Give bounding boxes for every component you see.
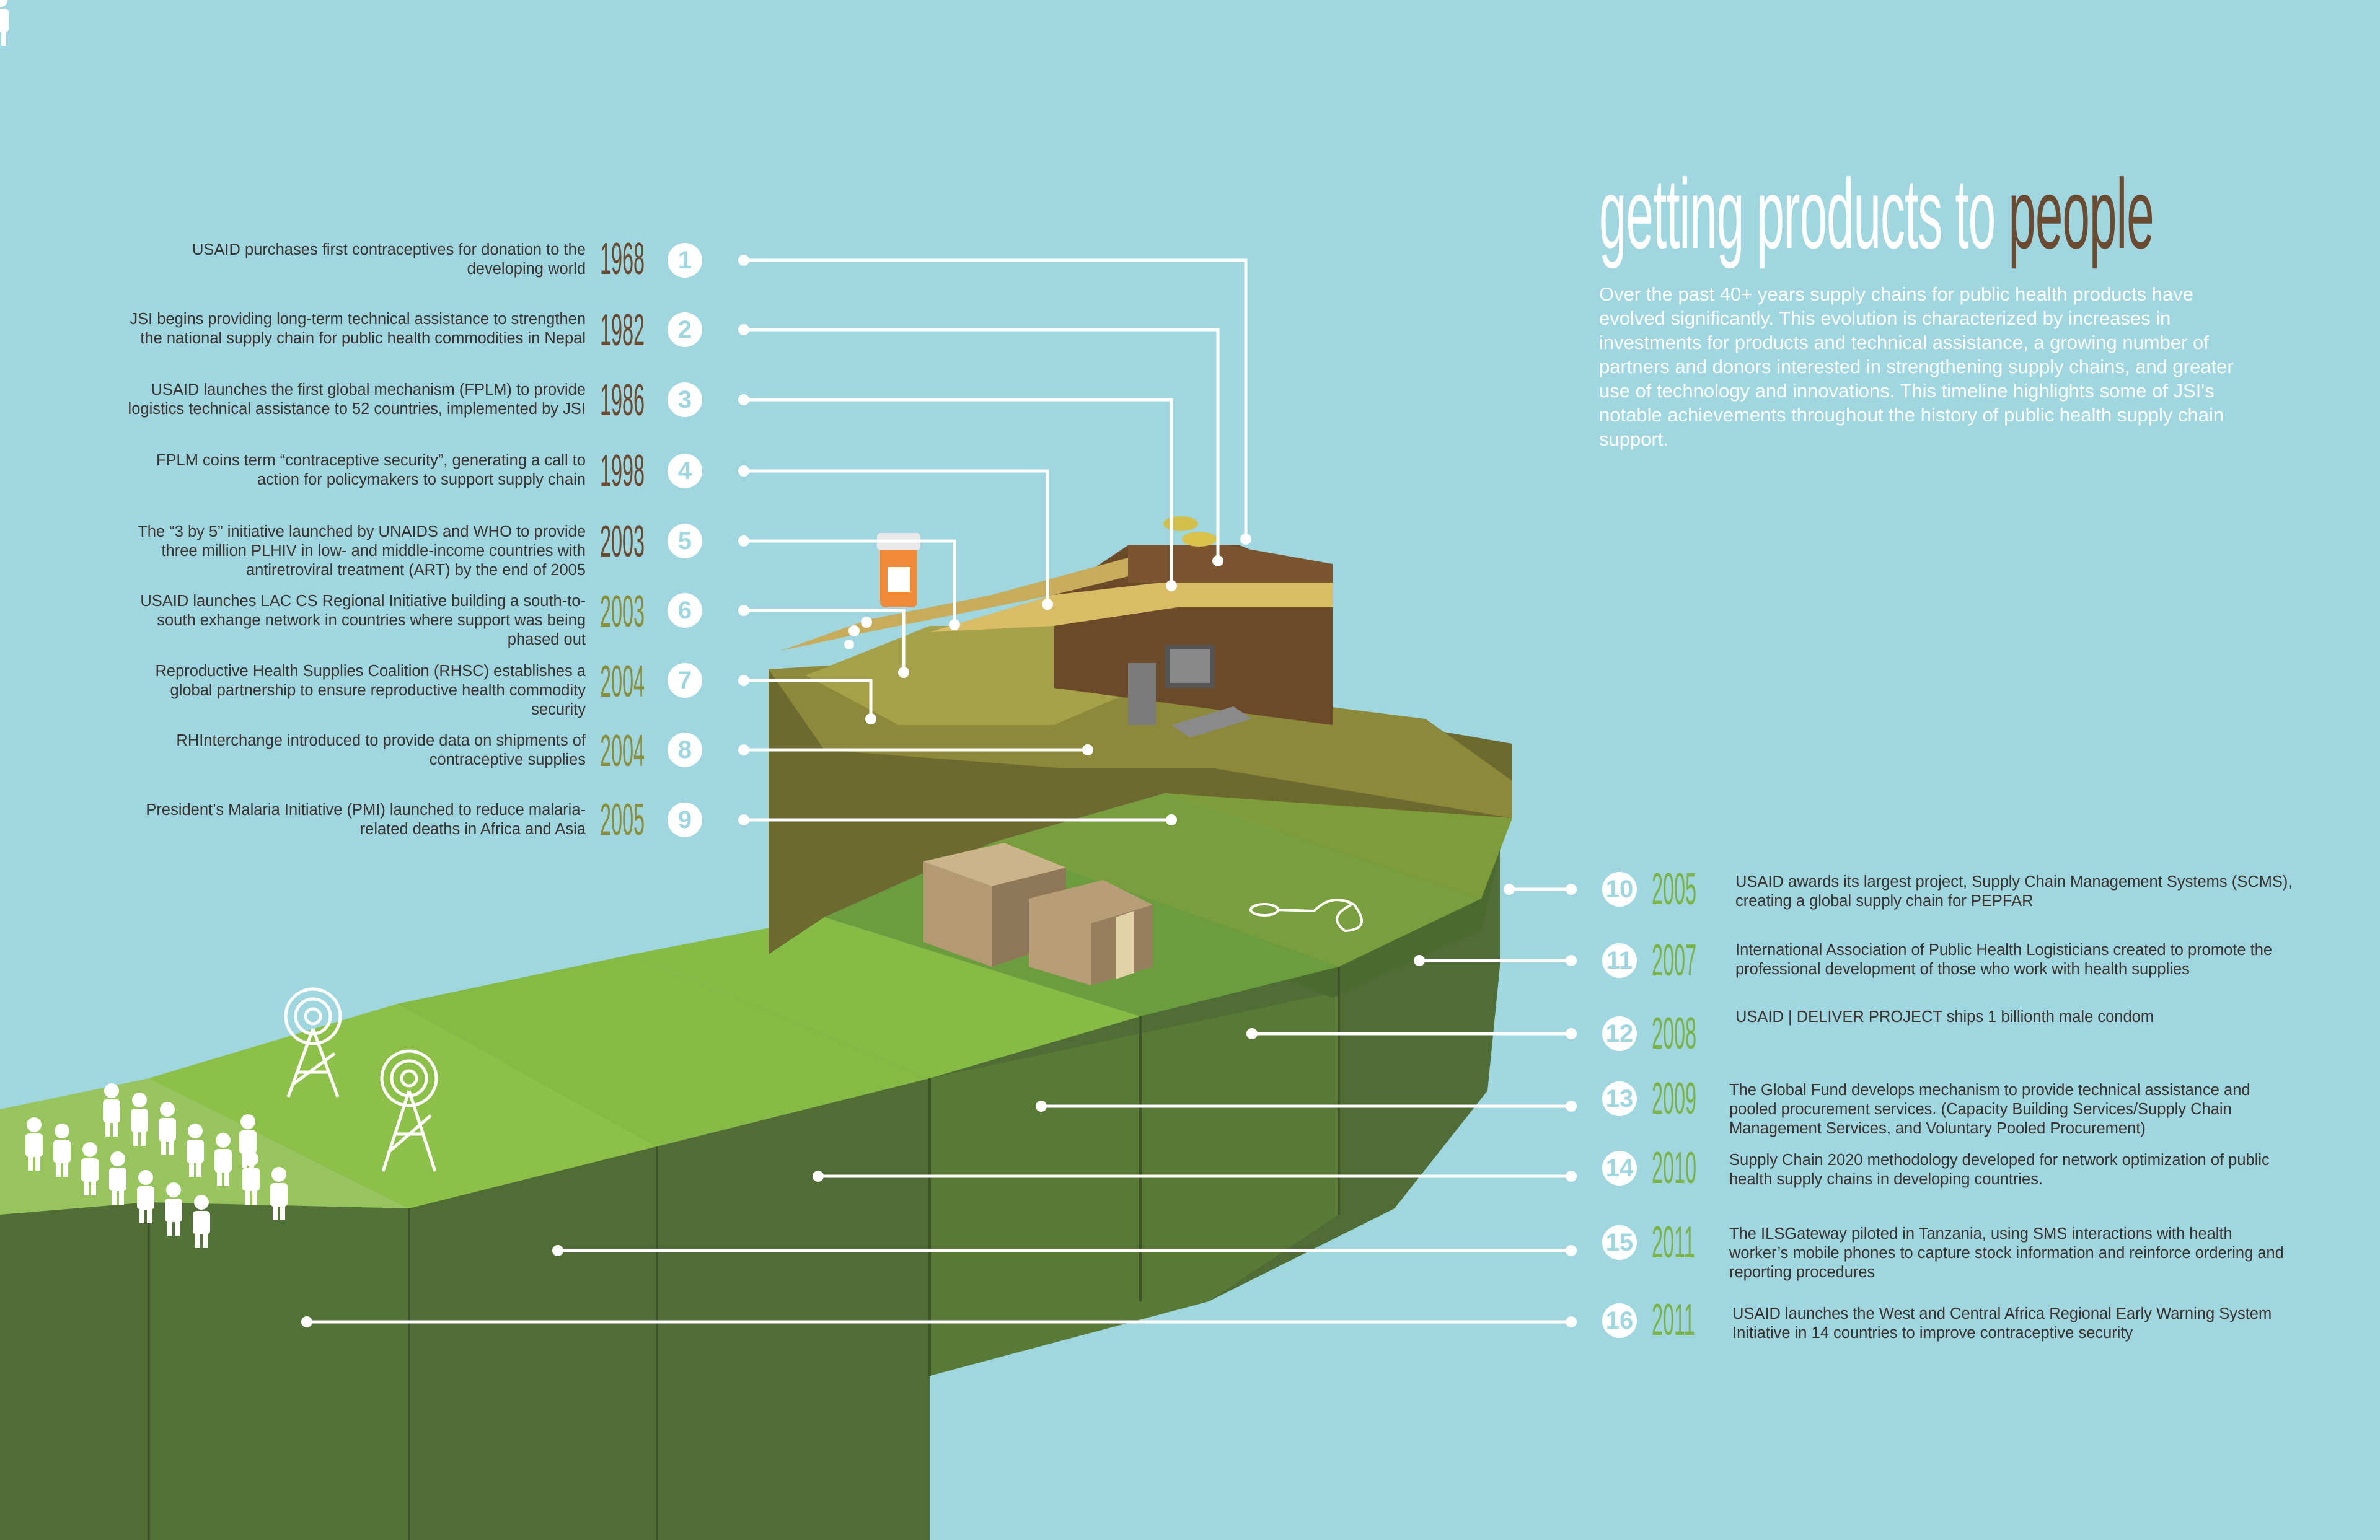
timeline-entry-16: USAID launches the West and Central Afri…: [1732, 1305, 2293, 1348]
timeline-number: 14: [1602, 1151, 1637, 1186]
timeline-number: 7: [668, 663, 702, 698]
timeline-text: Supply Chain 2020 methodology developed …: [1729, 1151, 2270, 1188]
timeline-entry-11: International Association of Public Heal…: [1735, 941, 2293, 1003]
timeline-number: 8: [668, 733, 702, 767]
title-accent: people: [2008, 158, 2154, 269]
timeline-year: 2011: [1652, 1218, 1695, 1267]
timeline-number: 13: [1602, 1081, 1637, 1116]
timeline-year: 2004: [600, 657, 645, 706]
timeline-year: 2011: [1652, 1295, 1695, 1345]
timeline-number: 15: [1602, 1225, 1637, 1260]
timeline-number: 6: [668, 593, 702, 628]
timeline-entry-12: USAID | DELIVER PROJECT ships 1 billiont…: [1735, 1008, 2293, 1032]
road-front-wall-mid: [930, 992, 1339, 1376]
timeline-number: 10: [1602, 872, 1637, 907]
timeline-year: 1968: [600, 234, 645, 284]
timeline-text: USAID launches the West and Central Afri…: [1732, 1305, 2272, 1342]
timeline-entry-10: USAID awards its largest project, Supply…: [1735, 873, 2293, 916]
timeline-entry-5: The “3 by 5” initiative launched by UNAI…: [112, 522, 586, 584]
road-dividers: [148, 967, 1340, 1540]
road-top-7: [1165, 768, 1512, 899]
timeline-entry-6: USAID launches LAC CS Regional Initiativ…: [112, 592, 586, 654]
timeline-number: 9: [668, 803, 702, 837]
timeline-text: President’s Malaria Initiative (PMI) lau…: [146, 801, 586, 838]
road-top-1: [0, 1078, 409, 1215]
computer-illustration: [1128, 645, 1252, 737]
timeline-year: 2004: [600, 726, 645, 776]
timeline-year: 2010: [1652, 1143, 1697, 1193]
timeline-number: 5: [668, 524, 702, 558]
pill-bottle-illustration: [844, 533, 920, 649]
timeline-text: FPLM coins term “contraceptive security”…: [156, 452, 586, 488]
timeline-entry-7: Reproductive Health Supplies Coalition (…: [112, 662, 586, 724]
timeline-entry-8: RHInterchange introduced to provide data…: [112, 731, 586, 775]
intro-paragraph: Over the past 40+ years supply chains fo…: [1599, 283, 2234, 450]
timeline-year: 1998: [600, 446, 645, 496]
people-group-illustration: [0, 0, 288, 1248]
timeline-year: 2003: [600, 517, 645, 566]
timeline-text: The Global Fund develops mechanism to pr…: [1729, 1081, 2250, 1137]
timeline-entry-9: President’s Malaria Initiative (PMI) lau…: [112, 801, 586, 844]
connector-lines: [307, 258, 1571, 1324]
title-prefix: getting products to: [1599, 158, 1996, 269]
road-top-3: [397, 954, 930, 1146]
stethoscope-illustration: [1250, 899, 1363, 933]
timeline-text: USAID awards its largest project, Supply…: [1735, 873, 2293, 910]
timeline-entry-14: Supply Chain 2020 methodology developed …: [1729, 1151, 2293, 1194]
timeline-text: The ILSGateway piloted in Tanzania, usin…: [1729, 1225, 2284, 1281]
timeline-entry-15: The ILSGateway piloted in Tanzania, usin…: [1729, 1225, 2293, 1287]
timeline-entry-2: JSI begins providing long-term technical…: [112, 310, 586, 372]
spiral-inner-brown: [1128, 545, 1333, 583]
connector-dots: [301, 255, 1577, 1327]
timeline-text: RHInterchange introduced to provide data…: [176, 732, 586, 768]
timeline-number: 11: [1602, 943, 1637, 978]
timeline-number: 1: [668, 243, 702, 278]
timeline-entry-1: USAID purchases first contraceptives for…: [112, 240, 586, 302]
timeline-number: 2: [668, 312, 702, 347]
timeline-text: USAID purchases first contraceptives for…: [192, 241, 586, 278]
timeline-text: USAID launches the first global mechanis…: [128, 381, 586, 418]
timeline-year: 2008: [1652, 1009, 1697, 1058]
timeline-number: 16: [1602, 1303, 1637, 1338]
timeline-year: 2009: [1652, 1074, 1697, 1124]
spiral-top-tan-2: [930, 576, 1333, 632]
timeline-text: International Association of Public Heal…: [1735, 941, 2273, 978]
road-top-6: [992, 793, 1481, 967]
timeline-text: USAID | DELIVER PROJECT ships 1 billiont…: [1735, 1008, 2154, 1026]
timeline-number: 12: [1602, 1016, 1637, 1051]
timeline-number: 4: [668, 454, 702, 488]
timeline-text: JSI begins providing long-term technical…: [130, 310, 586, 347]
timeline-year: 1982: [600, 306, 645, 355]
road-front-wall-light: [149, 1202, 409, 1540]
timeline-year: 2005: [1652, 865, 1697, 914]
page-title: getting products to people: [1599, 164, 2154, 263]
timeline-entry-4: FPLM coins term “contraceptive security”…: [112, 451, 586, 513]
timeline-year: 2003: [600, 587, 645, 636]
timeline-text: The “3 by 5” initiative launched by UNAI…: [138, 523, 586, 579]
timeline-entry-13: The Global Fund develops mechanism to pr…: [1729, 1081, 2293, 1143]
timeline-number: 3: [668, 382, 702, 417]
timeline-entry-3: USAID launches the first global mechanis…: [112, 381, 586, 442]
timeline-text: USAID launches LAC CS Regional Initiativ…: [140, 592, 586, 648]
radio-tower-icon: [284, 987, 438, 1172]
timeline-year: 1986: [600, 376, 645, 425]
road-top-4: [632, 917, 1140, 1078]
cardboard-boxes: [923, 843, 1153, 985]
timeline-text: Reproductive Health Supplies Coalition (…: [155, 662, 586, 718]
timeline-year: 2005: [600, 795, 645, 845]
timeline-year: 2007: [1652, 936, 1697, 985]
